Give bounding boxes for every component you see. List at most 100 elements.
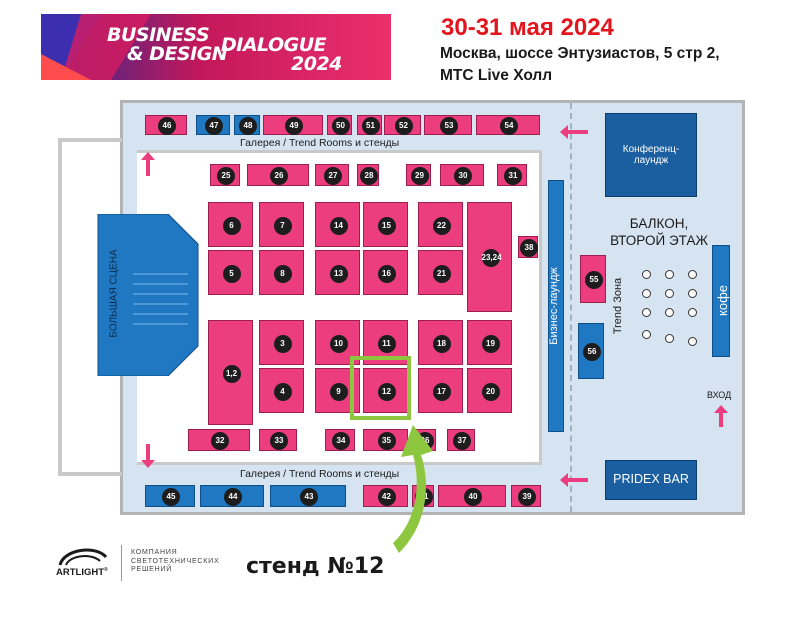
stand-10[interactable]: 10 [315, 320, 360, 365]
stand-55[interactable]: 55 [580, 255, 606, 303]
seat-dot [665, 289, 674, 298]
stand-number: 51 [361, 117, 380, 135]
stand-52[interactable]: 52 [384, 115, 421, 135]
stand-number: 22 [432, 216, 451, 235]
stand-15[interactable]: 15 [363, 202, 408, 247]
stand-26[interactable]: 26 [247, 164, 309, 186]
stand-53[interactable]: 53 [424, 115, 472, 135]
stand-23-24[interactable]: 23,24 [467, 202, 512, 312]
stand-42[interactable]: 42 [363, 485, 408, 507]
stand-number: 56 [583, 343, 601, 361]
tagline-line3: РЕШЕНИЙ [131, 566, 173, 573]
company-name-text: ARTLIGHT [56, 567, 105, 579]
stand-21[interactable]: 21 [418, 250, 463, 295]
stand-5[interactable]: 5 [208, 250, 253, 295]
seat-dot [688, 289, 697, 298]
stand-20[interactable]: 20 [467, 368, 512, 413]
stand-number: 47 [205, 117, 223, 135]
conference-lounge-line1: Конференц- [622, 144, 680, 155]
stand-3[interactable]: 3 [259, 320, 304, 365]
stand-number: 27 [324, 167, 342, 185]
stand-30[interactable]: 30 [440, 164, 484, 186]
stand-number: 3 [273, 334, 292, 353]
stand-27[interactable]: 27 [315, 164, 349, 186]
stand-35[interactable]: 35 [363, 429, 408, 451]
stand-33[interactable]: 33 [259, 429, 297, 451]
stand-6[interactable]: 6 [208, 202, 253, 247]
stand-31[interactable]: 31 [497, 164, 527, 186]
arrow-up-icon [141, 152, 155, 176]
stand-number: 4 [273, 382, 292, 401]
stand-8[interactable]: 8 [259, 250, 304, 295]
stand-number: 6 [222, 216, 241, 235]
tagline-line1: КОМПАНИЯ [131, 549, 178, 556]
stand-number: 35 [377, 432, 396, 450]
pridex-bar [605, 460, 697, 500]
stand-number: 38 [520, 239, 538, 257]
stand-number: 49 [285, 117, 303, 135]
stand-number: 48 [239, 117, 257, 135]
stand-28[interactable]: 28 [357, 164, 379, 186]
banner-year: 2024 [291, 53, 342, 75]
stand-number: 33 [270, 432, 288, 450]
stand-25[interactable]: 25 [210, 164, 240, 186]
stand-4[interactable]: 4 [259, 368, 304, 413]
stand-39[interactable]: 39 [511, 485, 541, 507]
banner-graphic [41, 14, 391, 80]
stand-37[interactable]: 37 [447, 429, 475, 451]
stand-47[interactable]: 47 [196, 115, 230, 135]
stand-number: 9 [329, 382, 348, 401]
stand-46[interactable]: 46 [145, 115, 187, 135]
seat-dot [642, 289, 651, 298]
stand-number: 13 [329, 264, 348, 283]
stand-44[interactable]: 44 [200, 485, 264, 507]
seat-dot [665, 270, 674, 279]
stand-number: 30 [454, 167, 472, 185]
stand-56[interactable]: 56 [578, 323, 604, 379]
company-tagline: КОМПАНИЯ СВЕТОТЕХНИЧЕСКИХ РЕШЕНИЙ [131, 549, 219, 575]
stand-14[interactable]: 14 [315, 202, 360, 247]
stand-22[interactable]: 22 [418, 202, 463, 247]
stand-48[interactable]: 48 [234, 115, 260, 135]
stand-number: 42 [377, 488, 396, 506]
stand-29[interactable]: 29 [406, 164, 431, 186]
stand-number: 54 [500, 117, 518, 135]
stand-43[interactable]: 43 [270, 485, 346, 507]
stand-16[interactable]: 16 [363, 250, 408, 295]
inner-wall-top [137, 150, 542, 153]
stand-32[interactable]: 32 [188, 429, 250, 451]
stand-54[interactable]: 54 [476, 115, 540, 135]
stand-19[interactable]: 19 [467, 320, 512, 365]
stand-number: 7 [273, 216, 292, 235]
inner-wall-right [539, 150, 542, 465]
stand-40[interactable]: 40 [438, 485, 506, 507]
stand-49[interactable]: 49 [263, 115, 323, 135]
stand-17[interactable]: 17 [418, 368, 463, 413]
seat-dot [688, 270, 697, 279]
footer-divider [121, 545, 122, 581]
stand-7[interactable]: 7 [259, 202, 304, 247]
stand-13[interactable]: 13 [315, 250, 360, 295]
stand-51[interactable]: 51 [357, 115, 382, 135]
event-date: 30-31 мая 2024 [441, 14, 614, 41]
stand-number: 28 [360, 167, 378, 185]
stand-50[interactable]: 50 [327, 115, 352, 135]
stand-38[interactable]: 38 [518, 236, 538, 258]
stand-number: 11 [377, 334, 396, 353]
wall-bottom-left [58, 472, 122, 476]
stand-number: 5 [222, 264, 241, 283]
stand-1-2[interactable]: 1,2 [208, 320, 253, 425]
balcony-line2: ВТОРОЙ ЭТАЖ [610, 233, 708, 248]
stand-number: 8 [273, 264, 292, 283]
stand-number: 31 [504, 167, 522, 185]
company-name: ARTLIGHT® [56, 567, 108, 578]
stand-34[interactable]: 34 [325, 429, 355, 451]
entrance-arrow-icon [714, 405, 728, 427]
conference-lounge-line2: лаундж [633, 155, 669, 166]
stand-18[interactable]: 18 [418, 320, 463, 365]
stand-number: 14 [329, 216, 348, 235]
artlight-logo-icon [58, 548, 108, 566]
stand-12[interactable]: 12 [363, 368, 408, 413]
stand-45[interactable]: 45 [145, 485, 195, 507]
